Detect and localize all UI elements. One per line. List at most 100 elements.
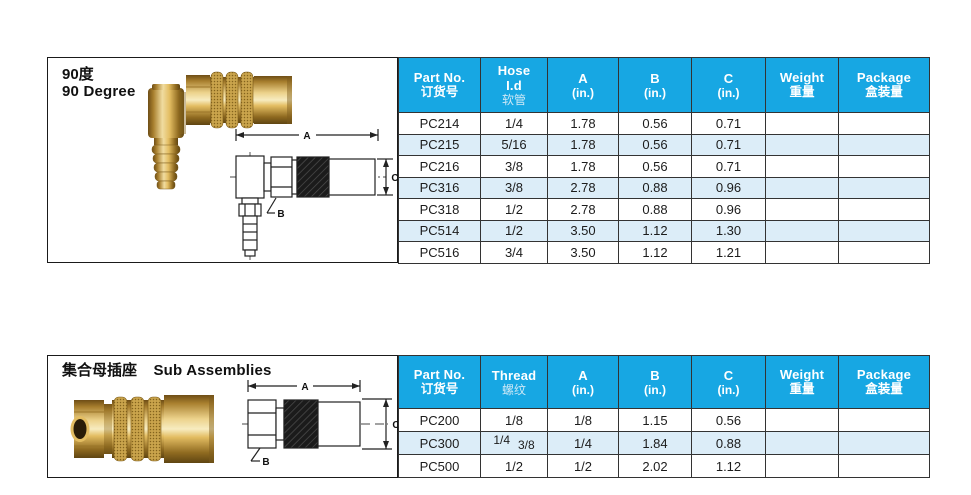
cell-package <box>838 198 930 221</box>
thread-value-upper: 1/4 <box>493 432 510 447</box>
cell-b: 1.84 <box>618 431 692 455</box>
cell-weight <box>765 408 839 432</box>
cell-b: 0.56 <box>618 133 692 156</box>
cell-hose-id: 3/4 <box>480 241 548 264</box>
cell-b: 0.56 <box>618 155 692 178</box>
cell-b: 1.15 <box>618 408 692 432</box>
col-unit: (in.) <box>644 382 666 397</box>
cell-hose-id: 1/2 <box>480 219 548 242</box>
cell-package <box>838 431 930 455</box>
table-row: PC215 5/16 1.78 0.56 0.71 <box>398 133 930 156</box>
cell-c: 1.30 <box>691 219 766 242</box>
section-title-en: Sub Assemblies <box>153 362 272 379</box>
product-panel-sub-assemblies: 集合母插座 Sub Assemblies <box>47 355 400 478</box>
dim-label-b: B <box>262 457 269 468</box>
col-part-no: Part No. 订货号 <box>398 355 481 409</box>
section-90-degree: 90度 90 Degree <box>47 57 930 264</box>
spec-table-90-degree: Part No. 订货号 Hose I.d 软管 A (in.) B (in <box>398 57 930 264</box>
product-photo-sub-assembly <box>70 395 214 463</box>
cell-c: 1.12 <box>691 454 766 478</box>
table-row: PC216 3/8 1.78 0.56 0.71 <box>398 155 930 178</box>
col-label: B <box>650 367 660 383</box>
cell-c: 0.56 <box>691 408 766 432</box>
col-label: A <box>578 70 588 86</box>
cell-a: 1.78 <box>547 112 619 135</box>
col-unit: (in.) <box>717 382 740 397</box>
table-row: PC316 3/8 2.78 0.88 0.96 <box>398 176 930 199</box>
cell-hose-id: 1/2 <box>480 198 548 221</box>
dim-label-a: A <box>301 382 308 393</box>
col-unit: (in.) <box>572 85 594 100</box>
cell-a: 1/4 <box>547 431 619 455</box>
cell-part-no: PC514 <box>398 219 481 242</box>
cell-weight <box>765 219 839 242</box>
cell-c: 0.71 <box>691 155 766 178</box>
product-photo-90-degree-coupler <box>148 71 292 190</box>
col-weight: Weight 重量 <box>765 355 839 409</box>
col-package: Package 盒装量 <box>838 57 930 113</box>
col-dim-c: C (in.) <box>691 57 766 113</box>
table-row: PC500 1/2 1/2 2.02 1.12 <box>398 454 930 478</box>
table-row: PC200 1/8 1/8 1.15 0.56 <box>398 408 930 432</box>
col-label: Weight <box>779 70 825 85</box>
col-label: Part No. <box>413 70 466 85</box>
col-label: A <box>578 367 588 383</box>
col-label: Thread <box>491 367 537 383</box>
cell-part-no: PC215 <box>398 133 481 156</box>
cell-c: 0.88 <box>691 431 766 455</box>
col-label: C <box>723 367 734 383</box>
col-dim-c: C (in.) <box>691 355 766 409</box>
table-row: PC516 3/4 3.50 1.12 1.21 <box>398 241 930 264</box>
cell-package <box>838 176 930 199</box>
cell-weight <box>765 454 839 478</box>
section-title: 90度 90 Degree <box>62 66 136 101</box>
col-dim-b: B (in.) <box>618 57 692 113</box>
col-label-zh: 订货号 <box>420 85 459 99</box>
cell-a: 1.78 <box>547 133 619 156</box>
cell-part-no: PC316 <box>398 176 481 199</box>
col-package: Package 盒装量 <box>838 355 930 409</box>
technical-drawing-sub-assembly: A <box>242 380 400 468</box>
col-label: Package <box>856 70 912 85</box>
cell-c: 0.96 <box>691 176 766 199</box>
cell-b: 2.02 <box>618 454 692 478</box>
table-row: PC514 1/2 3.50 1.12 1.30 <box>398 219 930 242</box>
col-label: C <box>723 70 734 86</box>
cell-part-no: PC300 <box>398 431 481 455</box>
cell-package <box>838 133 930 156</box>
col-unit: (in.) <box>572 382 594 397</box>
cell-c: 0.96 <box>691 198 766 221</box>
col-label: I.d <box>506 78 522 93</box>
section-title-zh: 集合母插座 <box>62 362 138 379</box>
cell-package <box>838 155 930 178</box>
col-label-zh: 盒装量 <box>865 382 903 396</box>
cell-b: 1.12 <box>618 219 692 242</box>
table-row: PC214 1/4 1.78 0.56 0.71 <box>398 112 930 135</box>
cell-part-no: PC214 <box>398 112 481 135</box>
cell-package <box>838 219 930 242</box>
spec-table-sub-assemblies: Part No. 订货号 Thread 螺纹 A (in.) B (in.) <box>398 355 930 478</box>
section-sub-assemblies: 集合母插座 Sub Assemblies <box>47 355 930 478</box>
cell-a: 3.50 <box>547 219 619 242</box>
col-hose-id: Hose I.d 软管 <box>480 57 548 113</box>
cell-a: 2.78 <box>547 198 619 221</box>
cell-b: 1.12 <box>618 241 692 264</box>
col-label-zh: 盒装量 <box>865 85 903 99</box>
cell-weight <box>765 133 839 156</box>
col-dim-a: A (in.) <box>547 57 619 113</box>
col-dim-b: B (in.) <box>618 355 692 409</box>
cell-weight <box>765 112 839 135</box>
cell-a: 1/2 <box>547 454 619 478</box>
cell-a: 1/8 <box>547 408 619 432</box>
cell-package <box>838 408 930 432</box>
section-title: 集合母插座 Sub Assemblies <box>62 362 272 380</box>
cell-weight <box>765 431 839 455</box>
col-label: Hose <box>497 63 531 78</box>
cell-hose-id: 1/4 <box>480 112 548 135</box>
technical-drawing-90-degree: A <box>230 129 399 260</box>
cell-part-no: PC500 <box>398 454 481 478</box>
cell-part-no: PC516 <box>398 241 481 264</box>
